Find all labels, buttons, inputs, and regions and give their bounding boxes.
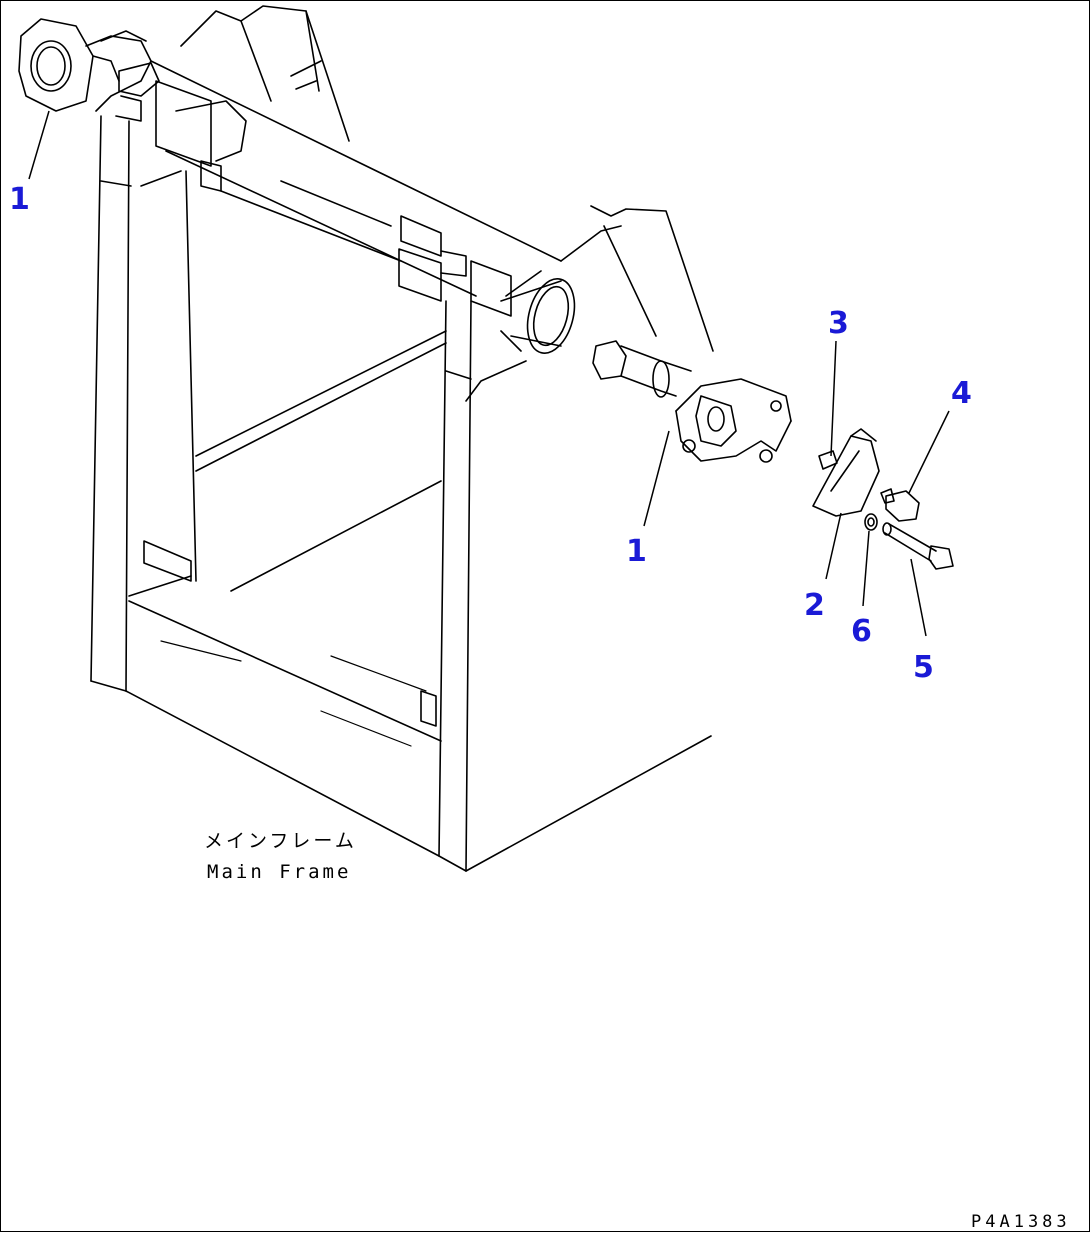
cover-housing [500,270,576,354]
lock-plate-part-4 [880,488,920,522]
callout-2: 2 [804,588,825,623]
callout-1-left: 1 [9,182,30,217]
callout-3: 3 [828,306,849,341]
bushing-part-3 [818,450,838,470]
frame-label-en: Main Frame [207,861,351,883]
main-frame [90,5,714,872]
bearing-cap-part-2 [812,428,880,517]
callout-1-center: 1 [626,534,647,569]
bolt-part-5 [882,522,954,570]
rail-brackets [115,62,512,317]
washer-part-6 [864,513,878,531]
frame-label-jp: メインフレーム [204,830,357,852]
callout-6: 6 [851,614,872,649]
drawing-code: P4A1383 [971,1212,1071,1232]
center-shaft-part-1 [592,340,792,463]
callout-4: 4 [951,376,972,411]
left-yoke-part-1 [18,18,152,112]
callout-5: 5 [913,650,934,685]
leader-lines [28,110,950,637]
